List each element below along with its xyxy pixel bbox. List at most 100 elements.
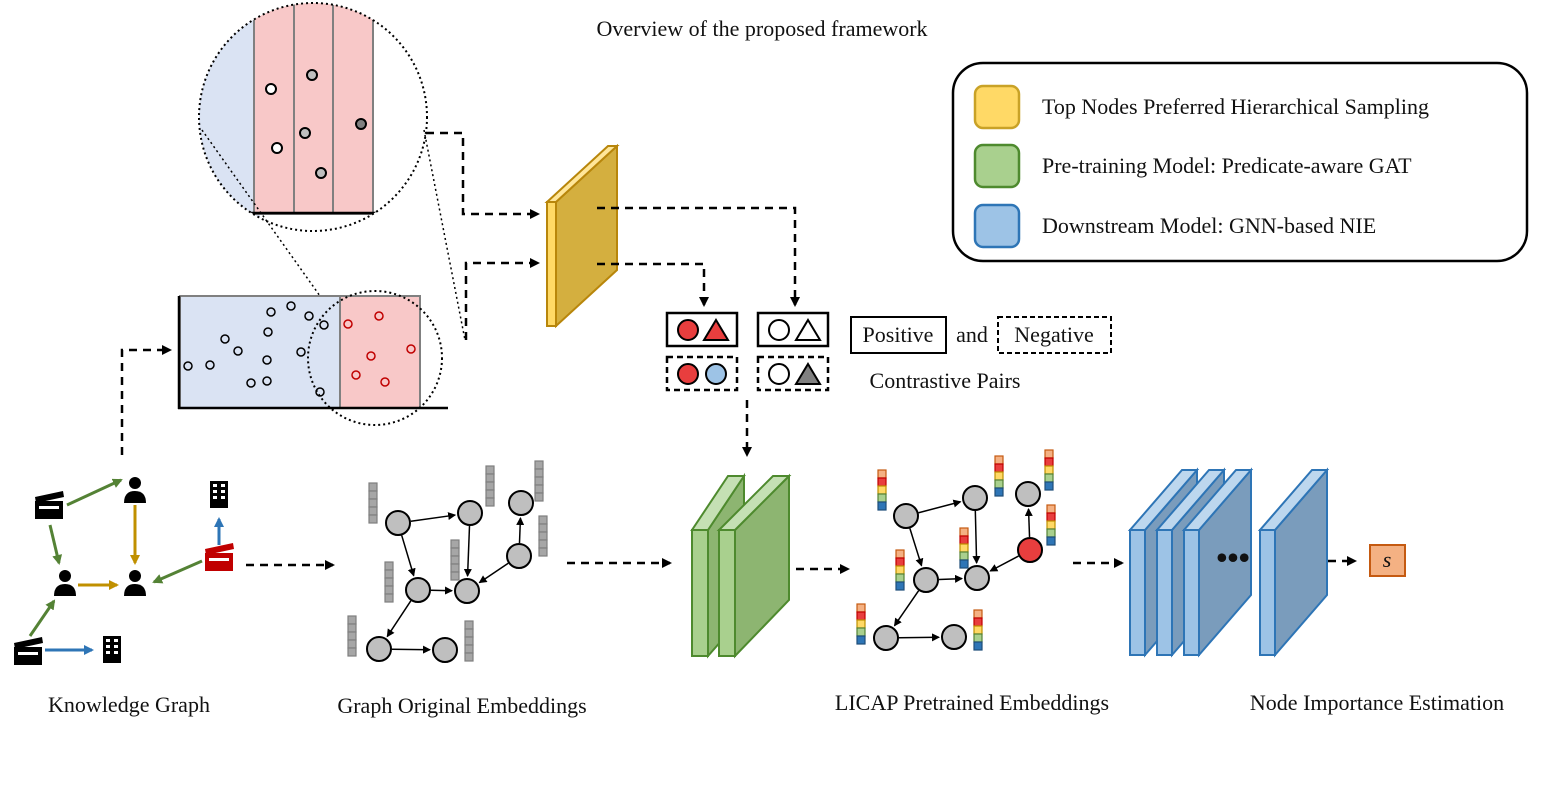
legend-frame	[951, 61, 1529, 263]
embedding-vector	[994, 455, 1004, 497]
label-node-importance: Node Importance Estimation	[1250, 690, 1504, 715]
embedding-vector	[973, 609, 983, 651]
legend: Top Nodes Preferred Hierarchical Samplin…	[951, 61, 1529, 263]
person-icon	[124, 477, 146, 503]
embedding-vector	[450, 539, 460, 581]
graph-node	[964, 565, 990, 591]
graph-node	[405, 577, 431, 603]
graph-node	[508, 490, 534, 516]
graph-node	[941, 624, 967, 650]
embedding-vector	[534, 460, 544, 502]
positive-key-box	[850, 316, 947, 354]
score-symbol: s	[1383, 547, 1392, 572]
movie-icon	[205, 543, 234, 571]
positive-label: Positive	[863, 322, 934, 347]
arrow-kg-to-dist	[120, 345, 172, 455]
graph-edge	[410, 512, 457, 522]
graph-node	[454, 578, 480, 604]
embedding-vector	[877, 469, 887, 511]
zoom-connector	[423, 129, 466, 341]
movie-icon	[14, 637, 43, 665]
graph-node	[385, 510, 411, 536]
graph-edge	[400, 535, 416, 577]
nie-layer	[1257, 467, 1330, 658]
person-icon	[54, 570, 76, 596]
and-label: and	[956, 322, 988, 347]
zoom-node	[271, 142, 283, 154]
zoom-node	[299, 127, 311, 139]
negative-key-box	[997, 316, 1112, 354]
legend-swatch-pretraining	[973, 143, 1021, 189]
legend-swatch-sampling	[973, 84, 1021, 130]
licap-embedding-graph	[856, 449, 1056, 651]
zoom-circle	[198, 2, 428, 232]
gat-module	[690, 472, 792, 659]
graph-edge	[989, 555, 1019, 572]
graph-node	[432, 637, 458, 663]
contrastive-pairs: Positive and Negative Contrastive Pairs	[665, 311, 1112, 393]
nie-layer	[1181, 467, 1254, 658]
node-distribution	[177, 290, 448, 426]
legend-swatch-downstream	[973, 203, 1021, 249]
ellipsis: •••	[1216, 539, 1250, 575]
graph-edge	[1024, 507, 1033, 538]
building-icon	[103, 636, 121, 663]
zoom-connector	[201, 129, 321, 297]
graph-edge	[893, 590, 920, 627]
graph-node	[366, 636, 392, 662]
nie-module	[1127, 467, 1330, 658]
embedding-vector	[347, 615, 357, 657]
label-original-embeddings: Graph Original Embeddings	[337, 693, 586, 718]
arrow-zoom-to-sampler	[426, 131, 540, 219]
embedding-vector	[1044, 449, 1054, 491]
embedding-vector	[464, 620, 474, 662]
zoom-node	[355, 118, 367, 130]
building-icon	[210, 481, 228, 508]
zoom-node	[315, 167, 327, 179]
embedding-vector	[368, 482, 378, 524]
legend-label-sampling: Top Nodes Preferred Hierarchical Samplin…	[1042, 94, 1429, 119]
legend-label-downstream: Downstream Model: GNN-based NIE	[1042, 213, 1376, 238]
graph-node	[913, 567, 939, 593]
person-icon	[124, 570, 146, 596]
embedding-vector	[959, 527, 969, 569]
movie-icon	[35, 491, 64, 519]
embedding-vector	[485, 465, 495, 507]
zoom-node	[306, 69, 318, 81]
arrow-dist-to-sampler	[464, 258, 540, 340]
zoom-node	[265, 83, 277, 95]
label-licap-embeddings: LICAP Pretrained Embeddings	[835, 690, 1109, 715]
graph-edge	[391, 645, 432, 654]
graph-node	[873, 625, 899, 651]
arrow-sampler-to-positive	[597, 262, 709, 307]
graph-edge	[909, 528, 924, 567]
arrow-sampler-to-negative	[597, 206, 800, 307]
graph-node	[1017, 537, 1043, 563]
score-box	[1369, 544, 1406, 577]
sampling-module	[544, 143, 620, 329]
embedding-vector	[538, 515, 548, 557]
graph-node	[506, 543, 532, 569]
graph-edge	[938, 574, 964, 583]
graph-node	[893, 503, 919, 529]
embedding-vector	[384, 561, 394, 603]
graph-edge	[478, 562, 509, 584]
graph-edge	[516, 516, 525, 544]
graph-edge	[463, 525, 472, 578]
knowledge-graph	[14, 477, 234, 665]
original-embedding-graph	[347, 460, 548, 663]
graph-edge	[972, 510, 981, 565]
negative-label: Negative	[1014, 322, 1093, 347]
graph-node	[962, 485, 988, 511]
graph-node	[457, 500, 483, 526]
graph-node	[1015, 481, 1041, 507]
label-knowledge-graph: Knowledge Graph	[48, 692, 210, 717]
graph-edge	[898, 633, 941, 642]
embedding-vector	[856, 603, 866, 645]
embedding-vector	[895, 549, 905, 591]
graph-edge	[918, 499, 962, 514]
embedding-vector	[1046, 504, 1056, 546]
figure-title: Overview of the proposed framework	[596, 16, 927, 41]
contrastive-caption: Contrastive Pairs	[870, 368, 1021, 393]
